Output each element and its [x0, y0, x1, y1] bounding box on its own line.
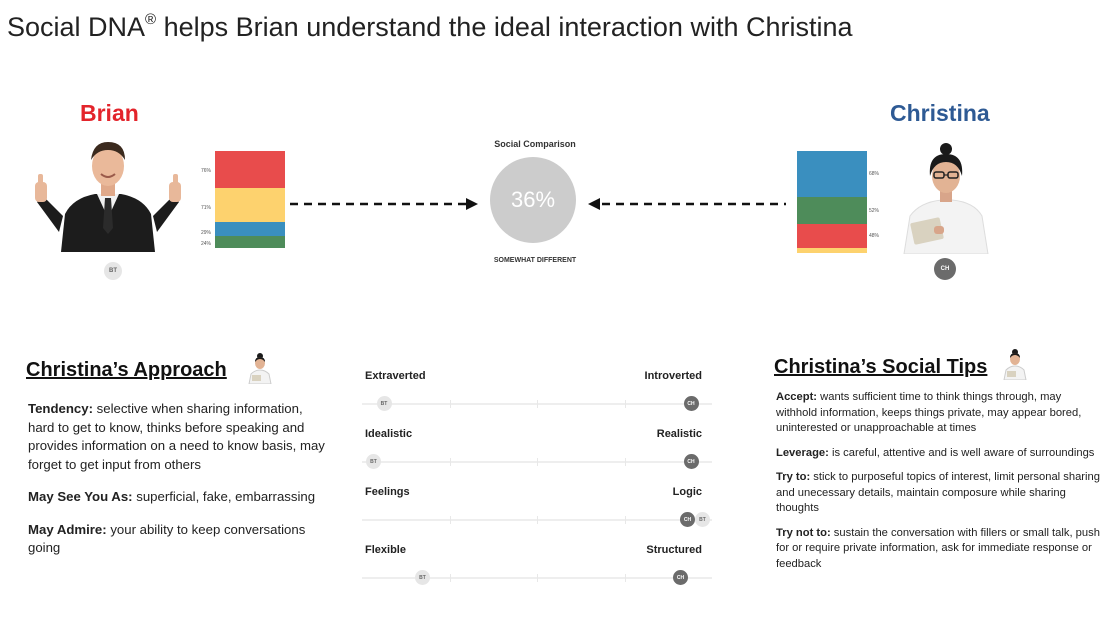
scale-tick [537, 574, 538, 582]
scale-right-label: Realistic [656, 428, 702, 440]
comparison-score: 36% [510, 187, 556, 212]
brian-scale-marker: BT [415, 570, 430, 585]
page-title: Social DNA® helps Brian understand the i… [7, 11, 853, 43]
tip-try-to: Try to: stick to purposeful topics of in… [776, 470, 1101, 517]
tip-accept-label: Accept: [776, 391, 818, 403]
title-rest: helps Brian understand the ideal interac… [156, 12, 853, 42]
scale-tick [449, 516, 451, 524]
christina-scale-marker: CH [683, 396, 699, 411]
brian-pct-4: 24% [201, 241, 212, 247]
tip-leverage: Leverage: is careful, attentive and is w… [776, 446, 1101, 462]
approach-see-you-as-text: superficial, fake, embarrassing [132, 489, 316, 504]
christina-pct-1: 68% [869, 171, 880, 177]
scale-tick [449, 400, 451, 408]
approach-tendency-label: Tendency: [28, 401, 93, 416]
approach-see-you-as: May See You As: superficial, fake, embar… [28, 488, 328, 507]
scale-left-label: Extraverted [365, 370, 426, 382]
tip-leverage-text: is careful, attentive and is well aware … [828, 446, 1095, 459]
christina-mini-avatar-tips [1000, 348, 1030, 385]
tip-try-not-to-text: sustain the conversation with fillers or… [776, 526, 1100, 570]
brian-initials-badge: BT [104, 262, 122, 280]
approach-see-you-as-label: May See You As: [28, 489, 133, 504]
scale-left-label: Feelings [365, 486, 410, 498]
approach-admire-text: your ability to keep conversations going [28, 521, 306, 556]
scale-tick [624, 516, 626, 524]
comparison-score-circle: 36% [490, 157, 576, 243]
scale-tick [449, 458, 451, 466]
christina-photo [890, 140, 1000, 254]
christina-scale-marker: CH [673, 570, 688, 585]
approach-text: Tendency: selective when sharing informa… [28, 400, 328, 572]
christina-name: Christina [890, 100, 990, 126]
tip-try-not-to: Try not to: sustain the conversation wit… [776, 526, 1101, 573]
tip-accept-text: wants sufficient time to think things th… [776, 391, 1082, 434]
christina-bar-yellow [797, 248, 867, 253]
approach-admire-label: May Admire: [28, 521, 107, 537]
brian-scale-marker: BT [366, 454, 381, 469]
scale-tick [449, 574, 451, 582]
christina-mini-avatar-approach [245, 352, 275, 389]
scale-tick [537, 516, 538, 524]
scale-tick [537, 400, 538, 408]
scale-tick [624, 400, 626, 408]
scale-right-label: Structured [646, 544, 702, 556]
brian-bar-red [215, 151, 285, 188]
brian-arrow [290, 198, 478, 210]
christina-arrow [588, 198, 786, 210]
christina-trait-bar [797, 151, 867, 253]
scale-tick [537, 458, 538, 466]
christina-pct-3: 48% [869, 233, 880, 239]
brian-trait-bar [215, 151, 285, 248]
approach-tendency: Tendency: selective when sharing informa… [28, 400, 328, 474]
brian-bar-green [215, 236, 285, 248]
brian-pct-3: 29% [201, 230, 212, 236]
christina-initials-badge: CH [934, 258, 956, 280]
brian-photo [33, 136, 183, 252]
tips-title: Christina’s Social Tips [774, 356, 988, 378]
brian-name: Brian [80, 100, 139, 126]
tip-accept: Accept: wants sufficient time to think t… [776, 390, 1101, 437]
scale-right-label: Logic [672, 486, 702, 498]
comparison-label: SOMEWHAT DIFFERENT [493, 257, 577, 264]
scale-tick [624, 574, 626, 582]
brian-scale-marker: BT [376, 396, 392, 411]
brian-pct-2: 71% [201, 205, 212, 211]
tip-try-not-to-label: Try not to: [776, 526, 831, 539]
title-brand: Social DNA [7, 12, 146, 42]
tip-leverage-label: Leverage: [776, 446, 829, 459]
brian-bar-blue [215, 222, 285, 236]
christina-pct-2: 52% [869, 208, 880, 214]
scale-left-label: Idealistic [365, 428, 413, 440]
approach-tendency-text: selective when sharing information, hard… [28, 401, 325, 472]
christina-bar-red [797, 224, 867, 248]
brian-pct-1: 76% [201, 168, 212, 174]
scale-tick [624, 458, 626, 466]
tips-text: Accept: wants sufficient time to think t… [776, 390, 1101, 581]
christina-bar-blue [797, 151, 867, 197]
comparison-title: Social Comparison [494, 139, 576, 149]
brian-bar-yellow [215, 188, 285, 222]
scale-right-label: Introverted [644, 370, 702, 382]
tip-try-to-label: Try to: [776, 471, 811, 483]
christina-bar-green [797, 197, 867, 224]
brian-scale-marker: BT [695, 512, 710, 527]
title-registered-mark: ® [145, 11, 157, 28]
tip-try-to-text: stick to purposeful topics of interest, … [776, 471, 1100, 514]
christina-scale-marker: CH [683, 454, 699, 469]
approach-admire: May Admire: your ability to keep convers… [28, 521, 328, 558]
christina-scale-marker: CH [680, 512, 695, 527]
approach-title: Christina’s Approach [26, 359, 227, 381]
scale-left-label: Flexible [365, 544, 406, 556]
